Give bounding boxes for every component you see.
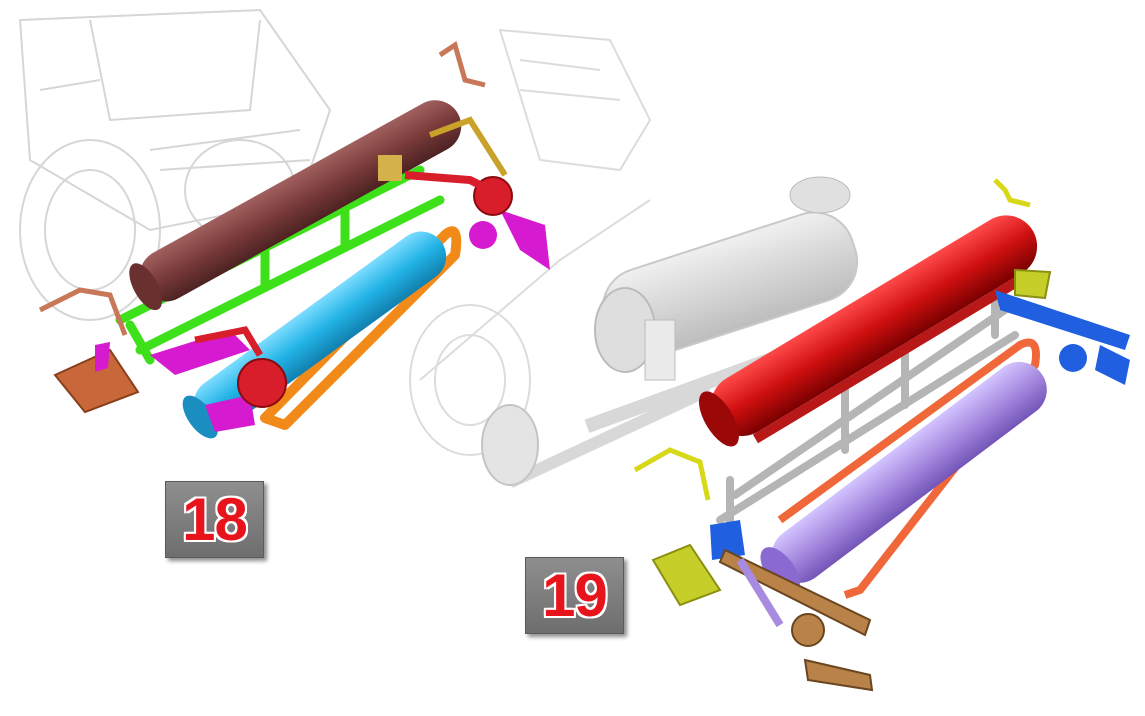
figure-number-18: 18 [182, 486, 248, 553]
figure-number-19: 19 [542, 562, 608, 629]
figure-number-badge-19: 19 [525, 557, 624, 634]
ghost-frame-right [481, 176, 859, 488]
seed-drill-left [38, 41, 550, 439]
tractor-sketch-right [409, 28, 652, 456]
figure-number-badge-18: 18 [165, 481, 264, 558]
seed-drill-right [633, 178, 1130, 692]
